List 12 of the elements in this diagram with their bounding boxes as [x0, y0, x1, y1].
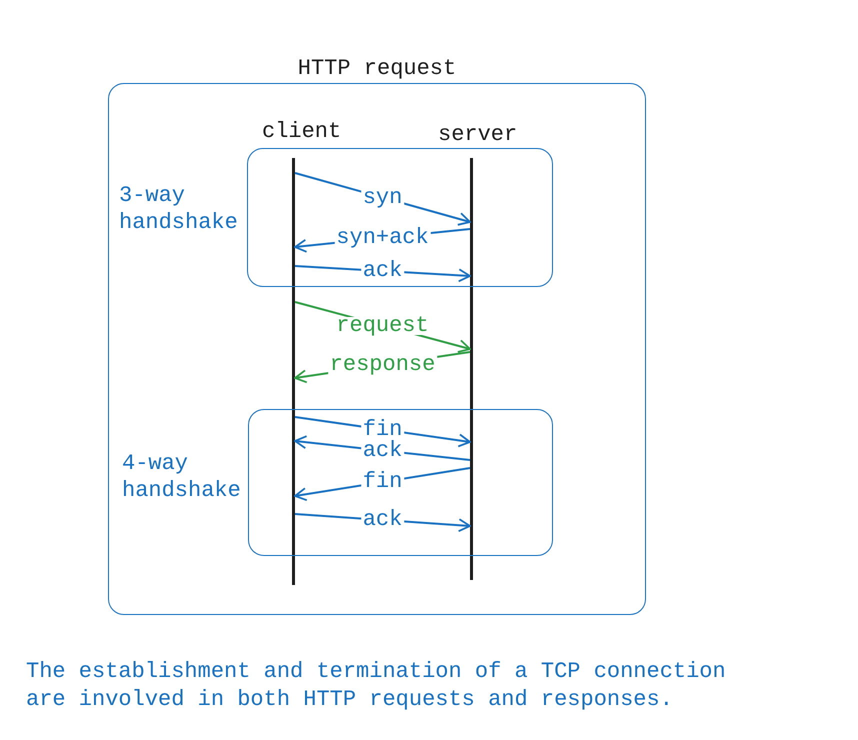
group-title: 4-way handshake	[122, 450, 248, 506]
edge-label: response	[328, 356, 438, 374]
caption: The establishment and termination of a TCP connection are involved in both HTTP requests and responses.	[26, 658, 727, 714]
edge-label: syn+ack	[334, 229, 431, 247]
edge-label: ack	[360, 442, 404, 460]
lifeline-label: server	[438, 121, 518, 148]
group-title: 3-way handshake	[119, 182, 245, 238]
lifeline-label: client	[262, 118, 342, 145]
lifeline	[292, 158, 295, 585]
lifeline	[470, 158, 473, 580]
edge-label: syn	[360, 188, 404, 206]
frame-title: HTTP request	[296, 55, 458, 82]
